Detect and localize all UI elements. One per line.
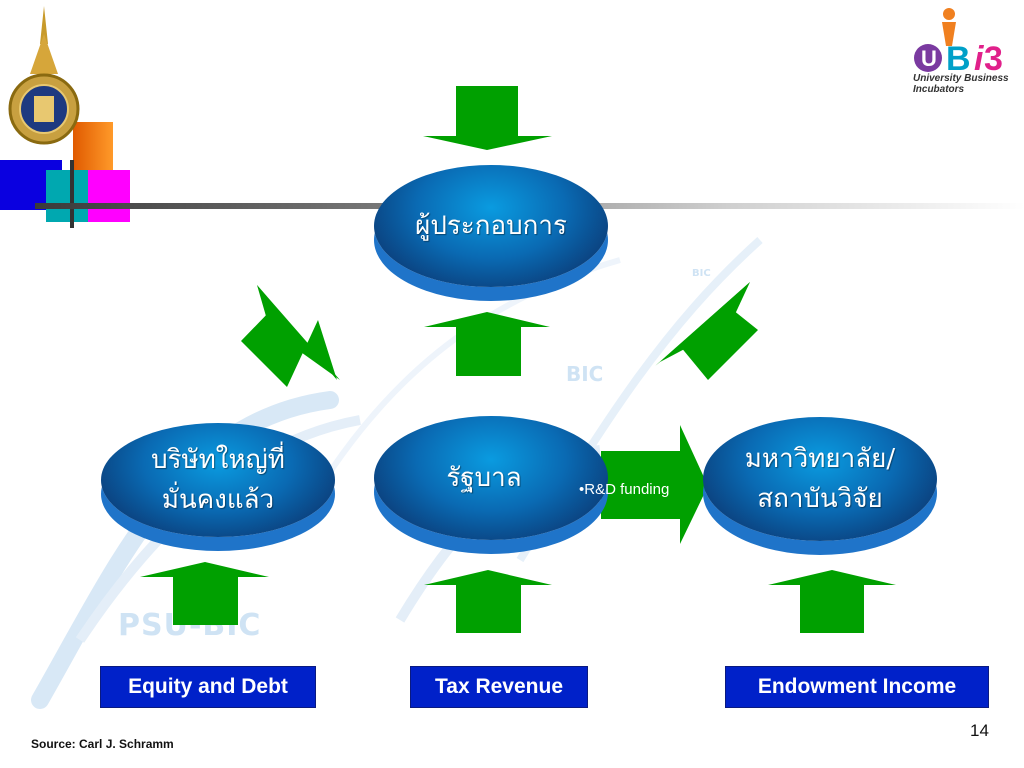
oval-university: มหาวิทยาลัย/ สถาบันวิจัย <box>703 417 937 541</box>
arrow-down-top <box>423 86 552 150</box>
label-endowment-income: Endowment Income <box>725 666 989 708</box>
svg-text:i: i <box>974 40 985 74</box>
oval-established-company-line2: มั่นคงแล้ว <box>161 485 275 515</box>
source-citation: Source: Carl J. Schramm <box>31 737 174 751</box>
ubi-logo-icon: U B i 3 <box>914 8 1003 74</box>
ubi-logo-caption: University Business Incubators <box>913 73 1009 95</box>
arrow-up-right <box>768 570 896 633</box>
oval-established-company-line1: บริษัทใหญ่ที่ <box>151 444 285 475</box>
deco-block-magenta <box>88 170 130 222</box>
oval-university-line1: มหาวิทยาลัย/ <box>744 443 896 474</box>
oval-established-company: บริษัทใหญ่ที่ มั่นคงแล้ว <box>101 423 335 537</box>
page-number: 14 <box>970 721 989 740</box>
oval-entrepreneur-label: ผู้ประกอบการ <box>415 210 567 241</box>
arrow-rd-funding <box>601 425 708 544</box>
arrow-up-center-top <box>424 312 550 376</box>
oval-university-line2: สถาบันวิจัย <box>757 484 883 514</box>
watermark-bic: BIC <box>566 362 604 386</box>
svg-text:U: U <box>921 46 937 71</box>
svg-text:3: 3 <box>984 40 1003 74</box>
oval-government-label: รัฐบาล <box>446 462 522 493</box>
oval-entrepreneur: ผู้ประกอบการ <box>374 165 608 287</box>
oval-government: รัฐบาล <box>374 416 608 540</box>
arrow-up-left <box>140 562 269 625</box>
deco-block-vline <box>70 160 74 228</box>
deco-block-teal <box>46 170 88 222</box>
university-seal-icon <box>8 6 80 145</box>
watermark-bic-small: BIC <box>692 268 711 279</box>
svg-text:B: B <box>946 40 971 74</box>
label-tax-revenue: Tax Revenue <box>410 666 588 708</box>
rd-funding-label: •R&D funding <box>579 481 670 498</box>
arrow-up-center <box>424 570 552 633</box>
label-equity-and-debt: Equity and Debt <box>100 666 316 708</box>
